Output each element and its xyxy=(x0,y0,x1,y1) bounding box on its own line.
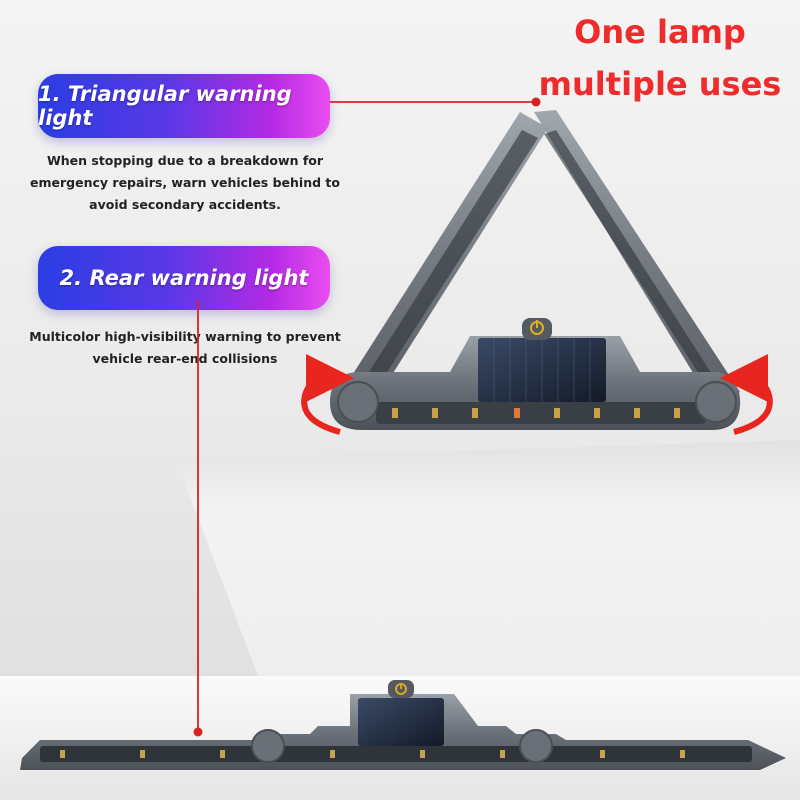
triangle-warning-light xyxy=(330,110,741,430)
feature-title-rear: 2. Rear warning light xyxy=(38,246,330,310)
headline-line-1: One lamp xyxy=(574,13,746,51)
rotate-arrow-icon xyxy=(301,354,773,435)
rear-solar-panel xyxy=(358,698,444,746)
rear-warning-light xyxy=(20,680,786,770)
power-icon xyxy=(395,683,407,695)
leader-lines xyxy=(193,97,541,737)
leader-dot-triangle xyxy=(531,97,541,107)
feature-description-triangular: When stopping due to a breakdown for eme… xyxy=(20,150,350,216)
headline: One lamp multiple uses xyxy=(530,6,790,110)
headline-line-2: multiple uses xyxy=(538,65,782,103)
description-line: vehicle rear-end collisions xyxy=(92,351,278,366)
background-plinth xyxy=(176,440,800,690)
rotate-arrow-right xyxy=(720,354,773,435)
rotate-arrow-left xyxy=(301,354,354,435)
description-line: avoid secondary accidents. xyxy=(89,197,281,212)
power-icon xyxy=(530,320,544,335)
description-line: emergency repairs, warn vehicles behind … xyxy=(30,175,340,190)
feature-title-triangular: 1. Triangular warning light xyxy=(38,74,330,138)
rear-led-strip xyxy=(60,750,685,758)
description-line: Multicolor high-visibility warning to pr… xyxy=(29,329,341,344)
description-line: When stopping due to a breakdown for xyxy=(46,153,324,168)
led-strip xyxy=(392,408,680,418)
leader-dot-rear xyxy=(193,727,203,737)
feature-description-rear: Multicolor high-visibility warning to pr… xyxy=(20,326,350,370)
